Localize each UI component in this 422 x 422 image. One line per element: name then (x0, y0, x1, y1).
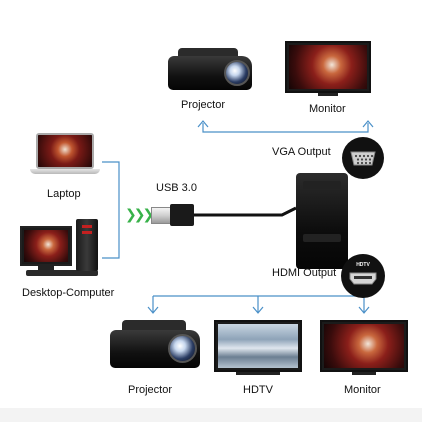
desktop-tower-image (76, 219, 98, 271)
hdmi-port-icon: HDTV (341, 254, 385, 298)
projector-top-image (168, 46, 252, 92)
usb-cable (193, 206, 297, 217)
vga-port-icon (342, 137, 384, 179)
monitor-bottom-label: Monitor (344, 384, 381, 396)
projector-bottom-label: Projector (128, 384, 173, 396)
vga-output-label: VGA Output (272, 146, 331, 158)
source-bracket-line (102, 161, 120, 259)
usb-plug (151, 207, 171, 224)
keyboard-image (26, 270, 98, 276)
triple-chevron-right-icon: ❯❯❯ (125, 206, 154, 222)
bottom-band (0, 408, 422, 422)
hdmi-logo-text: HDTV (356, 262, 370, 268)
hdtv-label: HDTV (243, 384, 273, 396)
arrow-down-icon (358, 306, 370, 314)
desktop-label: Desktop-Computer (22, 287, 115, 299)
usb-adapter-image (296, 173, 348, 269)
arrow-up-icon (197, 120, 209, 128)
vga-output-line (202, 123, 369, 133)
monitor-top-image (285, 41, 371, 93)
arrow-down-icon (147, 306, 159, 314)
arrow-down-icon (252, 306, 264, 314)
desktop-monitor-image (20, 226, 72, 266)
usb-label: USB 3.0 (156, 182, 197, 194)
monitor-top-label: Monitor (309, 103, 346, 115)
projector-bottom-image (110, 318, 200, 370)
hdmi-output-label: HDMI Output (272, 267, 337, 279)
hdtv-image (214, 320, 302, 372)
laptop-image (36, 133, 94, 169)
arrow-up-icon (362, 120, 374, 128)
laptop-label: Laptop (47, 188, 81, 200)
projector-top-label: Projector (181, 99, 226, 111)
monitor-bottom-image (320, 320, 408, 372)
